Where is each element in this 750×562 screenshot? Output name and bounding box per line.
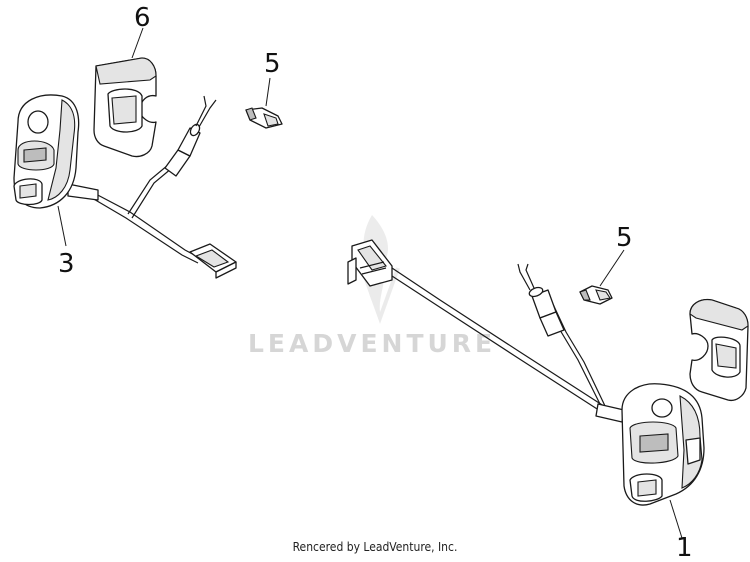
clamp-cover-right xyxy=(689,298,749,402)
callout-5-upper: 5 xyxy=(264,49,281,79)
switch-assembly-right xyxy=(347,239,705,506)
watermark: LEADVENTURE xyxy=(248,215,496,358)
callout-6: 6 xyxy=(134,3,151,33)
inline-connector-right xyxy=(517,263,565,337)
plug-connector-right xyxy=(347,239,393,287)
leader-lines xyxy=(57,27,683,539)
callout-3: 3 xyxy=(58,249,75,279)
bulb-lower xyxy=(579,285,613,305)
bulb-upper xyxy=(245,107,283,129)
inline-connector-left xyxy=(164,95,217,177)
callout-5-lower: 5 xyxy=(616,223,633,253)
plug-connector-left xyxy=(189,243,237,279)
switch-housing-left xyxy=(13,94,80,209)
clamp-cover-upper xyxy=(93,57,157,158)
watermark-text: LEADVENTURE xyxy=(248,329,496,358)
callout-1: 1 xyxy=(676,533,693,562)
render-credit: Rencered by LeadVenture, Inc. xyxy=(292,540,458,554)
switch-assembly-left xyxy=(13,94,237,279)
switch-housing-right xyxy=(621,383,705,506)
